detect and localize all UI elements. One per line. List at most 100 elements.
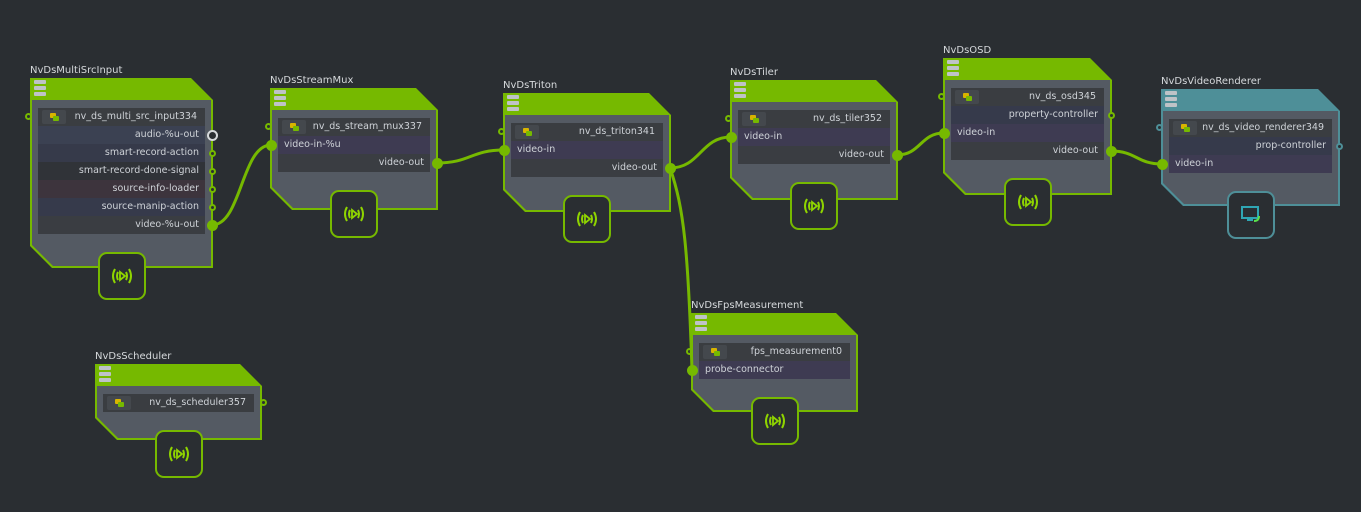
port-out-dot[interactable] — [1335, 142, 1343, 150]
component-icon — [107, 396, 131, 410]
node-rows: nv_ds_scheduler357 — [103, 394, 267, 412]
port-row[interactable]: prop-controller — [1169, 137, 1343, 155]
drag-handle-icon[interactable] — [507, 95, 519, 111]
drag-handle-icon[interactable] — [734, 82, 746, 98]
port-out-dot[interactable] — [206, 219, 218, 231]
port-label: video-in — [517, 144, 556, 155]
component-name-row[interactable]: nv_ds_scheduler357 — [103, 394, 267, 412]
port-in-dot[interactable] — [498, 144, 510, 156]
port-label: prop-controller — [1255, 140, 1326, 151]
node-type-label: NvDsFpsMeasurement — [691, 300, 804, 311]
name-port-dot[interactable] — [260, 399, 267, 406]
port-row[interactable]: video-out — [951, 142, 1117, 160]
drag-handle-icon[interactable] — [695, 315, 707, 331]
port-row[interactable]: source-manip-action — [38, 198, 216, 216]
port-row[interactable]: property-controller — [951, 106, 1115, 124]
broadcast-icon[interactable] — [750, 397, 799, 445]
port-row[interactable]: video-%u-out — [38, 216, 218, 234]
port-row[interactable]: video-in — [1156, 155, 1332, 173]
port-out-dot[interactable] — [208, 203, 216, 211]
connection-wire[interactable] — [436, 148, 505, 165]
port-out-dot[interactable] — [664, 162, 676, 174]
port-out-dot[interactable] — [1105, 145, 1117, 157]
port-out-dot[interactable] — [431, 157, 443, 169]
broadcast-icon[interactable] — [330, 190, 378, 238]
drag-handle-icon[interactable] — [34, 80, 46, 96]
port-in-dot[interactable] — [725, 131, 737, 143]
port-out-dot[interactable] — [208, 149, 216, 157]
port-label: smart-record-action — [104, 147, 199, 158]
port-row[interactable]: video-in-%u — [265, 136, 430, 154]
monitor-icon[interactable] — [1226, 191, 1275, 239]
component-name-row[interactable]: nv_ds_triton341 — [498, 123, 663, 141]
node-scheduler[interactable]: NvDsScheduler nv_ds_scheduler357 — [95, 351, 267, 478]
name-port-dot[interactable] — [1156, 124, 1163, 131]
port-row[interactable]: source-info-loader — [38, 180, 216, 198]
port-out-dot[interactable] — [208, 167, 216, 175]
drag-handle-icon[interactable] — [947, 60, 959, 76]
name-port-dot[interactable] — [725, 115, 732, 122]
port-in-dot[interactable] — [1156, 158, 1168, 170]
component-icon — [1173, 121, 1197, 135]
broadcast-icon[interactable] — [97, 252, 146, 300]
component-name-row[interactable]: nv_ds_tiler352 — [725, 110, 890, 128]
broadcast-icon[interactable] — [1003, 178, 1052, 226]
node-renderer[interactable]: NvDsVideoRenderer nv_ds_video_renderer34… — [1156, 76, 1343, 239]
node-triton[interactable]: NvDsTriton nv_ds_triton341 video-in video-… — [498, 80, 676, 243]
port-in-dot[interactable] — [938, 127, 950, 139]
port-label: probe-connector — [705, 364, 784, 375]
node-type-label: NvDsStreamMux — [270, 75, 354, 86]
drag-handle-icon[interactable] — [1165, 91, 1177, 107]
port-row[interactable]: video-in — [725, 128, 890, 146]
port-out-dot[interactable] — [206, 129, 218, 141]
component-name: nv_ds_scheduler357 — [149, 397, 246, 408]
port-row[interactable]: video-out — [738, 146, 903, 164]
port-out-dot[interactable] — [891, 149, 903, 161]
port-row[interactable]: video-in — [498, 141, 663, 159]
port-row[interactable]: video-in — [938, 124, 1104, 142]
node-rows: nv_ds_triton341 video-in video-out — [498, 123, 676, 177]
port-in-dot[interactable] — [686, 364, 698, 376]
port-row[interactable]: smart-record-done-signal — [38, 162, 216, 180]
component-name: nv_ds_osd345 — [1028, 91, 1096, 102]
drag-handle-icon[interactable] — [274, 90, 286, 106]
port-row[interactable]: video-out — [278, 154, 443, 172]
connection-wire[interactable] — [669, 135, 732, 170]
port-row[interactable]: probe-connector — [686, 361, 850, 379]
component-name-row[interactable]: nv_ds_stream_mux337 — [265, 118, 430, 136]
name-port-dot[interactable] — [938, 93, 945, 100]
name-port-dot[interactable] — [686, 348, 693, 355]
name-port-dot[interactable] — [25, 113, 32, 120]
broadcast-icon[interactable] — [154, 430, 203, 478]
component-name-row[interactable]: nv_ds_video_renderer349 — [1156, 119, 1332, 137]
connection-wire[interactable] — [1110, 149, 1163, 166]
port-row[interactable]: smart-record-action — [38, 144, 216, 162]
node-type-label: NvDsTriton — [503, 80, 558, 91]
component-name: nv_ds_multi_src_input334 — [74, 111, 197, 122]
component-icon — [515, 125, 539, 139]
broadcast-icon[interactable] — [563, 195, 611, 243]
connection-wire[interactable] — [668, 167, 694, 371]
port-out-dot[interactable] — [1107, 111, 1115, 119]
port-in-dot[interactable] — [265, 139, 277, 151]
port-row[interactable]: audio-%u-out — [38, 126, 218, 144]
drag-handle-icon[interactable] — [99, 366, 111, 382]
port-label: video-out — [611, 162, 657, 173]
port-row[interactable]: video-out — [511, 159, 676, 177]
port-label: video-out — [378, 157, 424, 168]
component-name-row[interactable]: nv_ds_multi_src_input334 — [25, 108, 205, 126]
component-name-row[interactable]: nv_ds_osd345 — [938, 88, 1104, 106]
name-port-dot[interactable] — [498, 128, 505, 135]
connection-wire[interactable] — [211, 143, 272, 227]
connection-wire[interactable] — [896, 131, 945, 157]
node-multisrc[interactable]: NvDsMultiSrcInput nv_ds_multi_src_input3… — [25, 65, 218, 300]
component-name-row[interactable]: fps_measurement0 — [686, 343, 850, 361]
name-port-dot[interactable] — [265, 123, 272, 130]
broadcast-icon[interactable] — [790, 182, 838, 230]
port-out-dot[interactable] — [208, 185, 216, 193]
